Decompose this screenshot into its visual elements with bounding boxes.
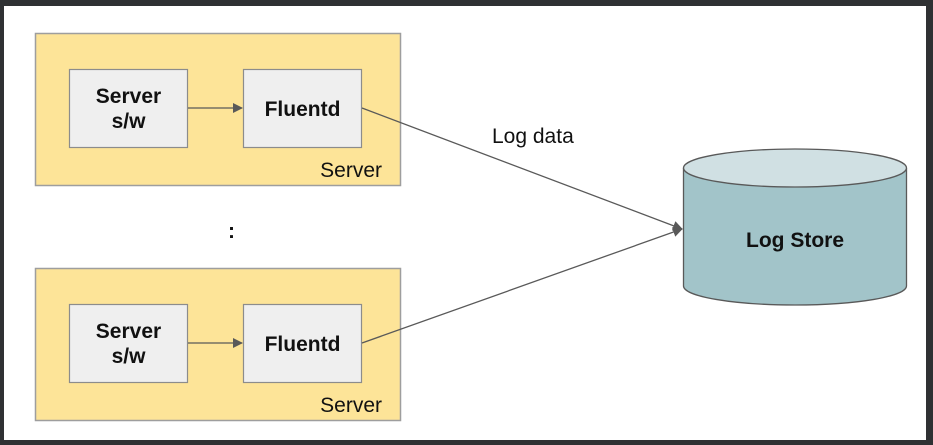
server-label: Server xyxy=(320,394,382,417)
server-software-box xyxy=(68,303,189,384)
software-label-line2: s/w xyxy=(112,110,147,133)
edge-label-log-data: Log data xyxy=(492,125,574,148)
fluentd-label: Fluentd xyxy=(265,333,341,356)
fluentd-label: Fluentd xyxy=(265,98,341,121)
server-group-1: Server s/w Fluentd Server xyxy=(34,32,402,187)
software-label-line2: s/w xyxy=(112,345,147,368)
software-label-line1: Server xyxy=(96,85,161,108)
fluentd-box xyxy=(242,68,363,149)
server-software-box xyxy=(68,68,189,149)
ellipsis: : xyxy=(228,220,235,243)
fluentd-box xyxy=(242,303,363,384)
arrow-fluentd2-to-store xyxy=(361,227,683,344)
server-label: Server xyxy=(320,159,382,182)
arrow-fluentd1-to-store xyxy=(361,107,683,231)
software-label-line1: Server xyxy=(96,320,161,343)
server-group-2: Server s/w Fluentd Server xyxy=(34,267,402,422)
log-store-cylinder: Log Store xyxy=(682,148,908,306)
log-store-label: Log Store xyxy=(746,229,844,252)
